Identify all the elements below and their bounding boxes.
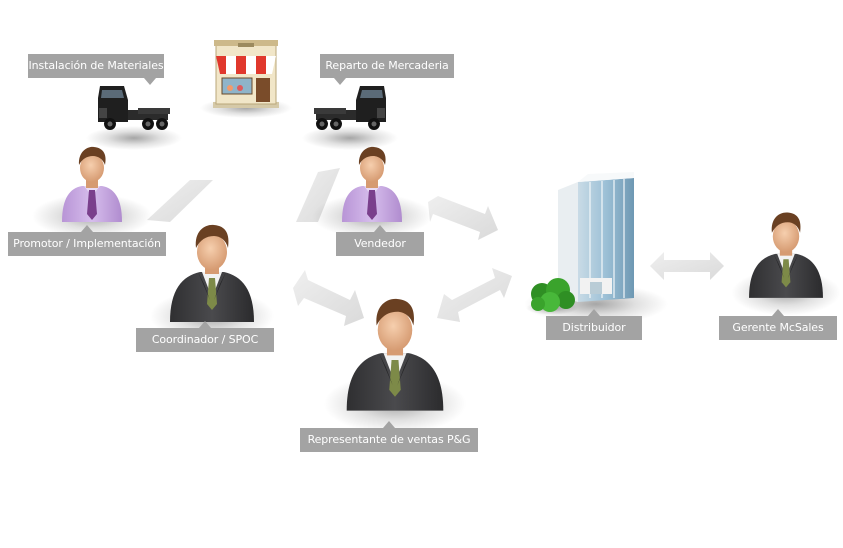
label-instalacion: Instalación de Materiales (28, 54, 164, 85)
store-icon (200, 40, 292, 118)
arrow-vendedor-distribuidor (428, 196, 498, 240)
arrow-promotor-link (147, 180, 213, 222)
person-coordinador-icon (150, 224, 274, 342)
arrow-distribuidor-gerente (650, 252, 724, 280)
label-promotor-text: Promotor / Implementación (13, 237, 161, 250)
label-vendedor: Vendedor (336, 225, 424, 256)
label-distribuidor: Distribuidor (546, 309, 642, 340)
tree-icon (526, 278, 578, 315)
label-coordinador-text: Coordinador / SPOC (151, 333, 259, 346)
label-gerente: Gerente McSales (719, 309, 837, 340)
arrow-representante-distribuidor (437, 268, 512, 322)
label-vendedor-text: Vendedor (354, 237, 406, 250)
label-promotor: Promotor / Implementación (8, 225, 166, 256)
arrow-coordinador-representante (293, 270, 364, 326)
arrow-vendedor-link (296, 168, 340, 222)
label-distribuidor-text: Distribuidor (562, 321, 626, 334)
label-gerente-text: Gerente McSales (732, 321, 824, 334)
connector-arrows (147, 168, 724, 326)
label-reparto-text: Reparto de Mercaderia (325, 59, 449, 72)
label-reparto: Reparto de Mercaderia (320, 54, 454, 85)
truck-icon-right (302, 86, 398, 150)
person-gerente-icon (731, 212, 841, 316)
label-coordinador: Coordinador / SPOC (136, 321, 274, 352)
label-representante: Representante de ventas P&G (300, 421, 478, 452)
label-instalacion-text: Instalación de Materiales (28, 59, 164, 72)
truck-icon-left (86, 86, 182, 150)
label-representante-text: Representante de ventas P&G (307, 433, 471, 446)
